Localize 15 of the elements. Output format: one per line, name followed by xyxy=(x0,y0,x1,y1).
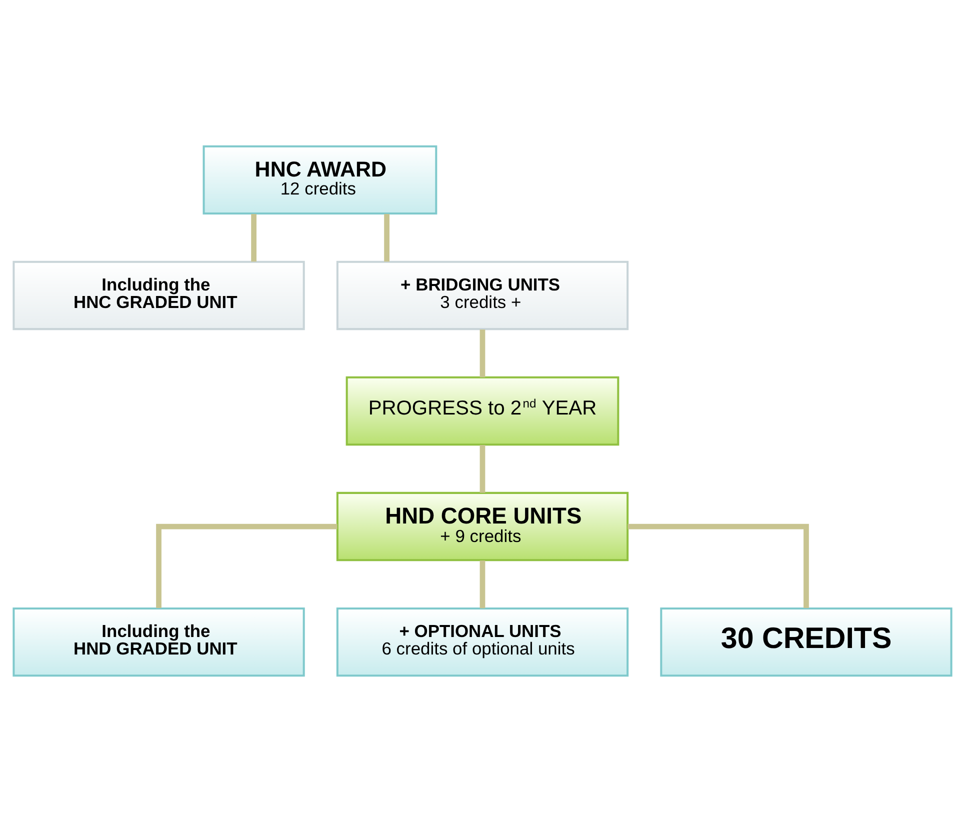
connector xyxy=(251,214,256,262)
connector xyxy=(480,560,486,608)
connector xyxy=(480,330,486,378)
node-box: HNC AWARD 12 credits xyxy=(202,145,438,215)
node-box: + BRIDGING UNITS 3 credits + xyxy=(336,260,629,330)
connector xyxy=(384,214,390,262)
connector xyxy=(480,445,486,493)
node-box: Including the HND GRADED UNIT xyxy=(12,607,305,677)
node-box: Including the HNC GRADED UNIT xyxy=(12,260,305,330)
node-box: 30 CREDITS xyxy=(660,607,952,677)
connector xyxy=(628,524,809,608)
node-box: PROGRESS to 2$^{nd}$ YEAR xyxy=(346,376,620,446)
node-box: + OPTIONAL UNITS 6 credits of optional units xyxy=(336,607,629,677)
connector xyxy=(156,524,338,608)
node-box: HND CORE UNITS + 9 credits xyxy=(336,492,629,562)
